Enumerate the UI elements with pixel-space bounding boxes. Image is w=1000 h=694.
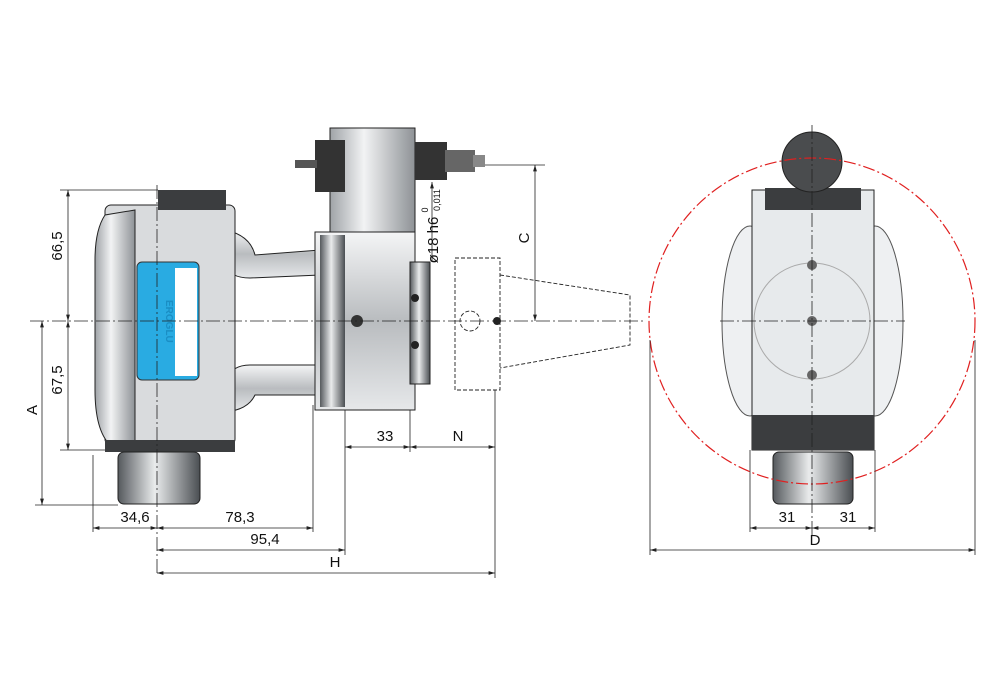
dim-34-6: 34,6 [120, 509, 149, 526]
front-collet-nut [772, 451, 854, 505]
front-cover [94, 209, 136, 446]
left-pin [295, 160, 317, 168]
dim-D: D [810, 532, 821, 549]
dim-33: 33 [377, 428, 394, 445]
front-bottom-band [752, 415, 874, 450]
side-view: EROGLU [30, 127, 645, 575]
front-top-band [765, 188, 861, 210]
front-view [648, 125, 976, 535]
dim-66-5: 66,5 [49, 231, 66, 260]
dim-N: N [453, 428, 464, 445]
nozzle-end [473, 155, 485, 167]
tolerance-upper: 0 [420, 207, 430, 212]
toolholder-outline [454, 257, 631, 391]
nozzle-tip [445, 150, 475, 172]
upper-arm [224, 229, 321, 279]
dim-95-4: 95,4 [250, 531, 279, 548]
lower-arm [224, 364, 321, 413]
dim-67-5: 67,5 [49, 365, 66, 394]
bottom-band [105, 440, 235, 452]
dim-31-right: 31 [840, 509, 857, 526]
tolerance-lower: 0,011 [432, 189, 442, 211]
side-dimensions: 66,5 67,5 A C ø18 h6 0 0,011 33 N 34,6 7… [24, 164, 545, 578]
front-dimensions: 31 31 D [649, 340, 976, 555]
flange [409, 261, 431, 385]
dim-78-3: 78,3 [225, 509, 254, 526]
dim-C: C [516, 232, 533, 243]
collet-nut [117, 451, 201, 505]
dim-A: A [24, 405, 41, 415]
top-block [158, 190, 226, 210]
left-plug [315, 140, 345, 192]
dim-shank-diameter: ø18 h6 [425, 217, 442, 264]
dim-H: H [330, 554, 341, 571]
right-nozzle [415, 142, 447, 180]
dim-31-left: 31 [779, 509, 796, 526]
